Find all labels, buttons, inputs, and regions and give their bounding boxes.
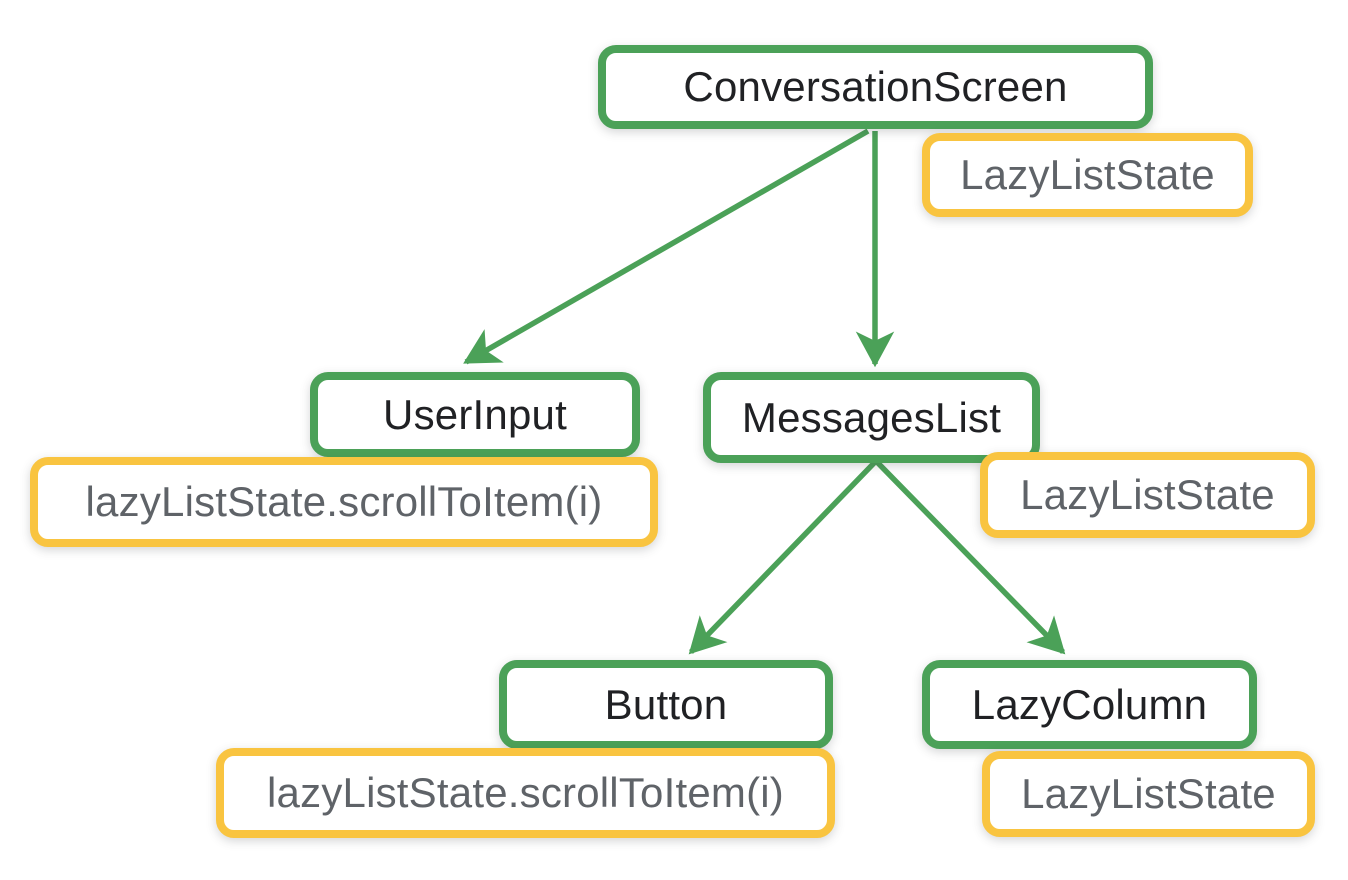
edge-conversationscreen-userinput xyxy=(463,128,870,365)
node-user-input-label: UserInput xyxy=(383,390,567,438)
edge-messageslist-button xyxy=(688,459,878,655)
state-label-messages-list: LazyListState xyxy=(980,452,1315,538)
state-label-conversation-screen: LazyListState xyxy=(922,133,1253,217)
node-lazy-column-label: LazyColumn xyxy=(971,680,1208,728)
node-messages-list: MessagesList xyxy=(703,372,1040,463)
state-label-lazy-column-text: LazyListState xyxy=(1021,770,1276,817)
state-call-button-text: lazyListState.scrollToItem(i) xyxy=(267,769,784,816)
state-call-user-input-text: lazyListState.scrollToItem(i) xyxy=(85,478,603,525)
state-call-user-input: lazyListState.scrollToItem(i) xyxy=(30,457,658,547)
node-conversation-screen: ConversationScreen xyxy=(598,45,1153,129)
node-user-input: UserInput xyxy=(310,372,640,457)
state-label-conversation-screen-text: LazyListState xyxy=(960,151,1215,198)
state-label-messages-list-text: LazyListState xyxy=(1020,471,1275,518)
edge-messageslist-lazycolumn xyxy=(874,459,1066,655)
node-conversation-screen-label: ConversationScreen xyxy=(683,63,1068,110)
node-button: Button xyxy=(499,660,833,749)
node-lazy-column: LazyColumn xyxy=(922,660,1257,749)
node-button-label: Button xyxy=(604,680,728,728)
state-call-button: lazyListState.scrollToItem(i) xyxy=(216,748,835,838)
node-messages-list-label: MessagesList xyxy=(741,393,1002,441)
state-label-lazy-column: LazyListState xyxy=(982,751,1315,837)
